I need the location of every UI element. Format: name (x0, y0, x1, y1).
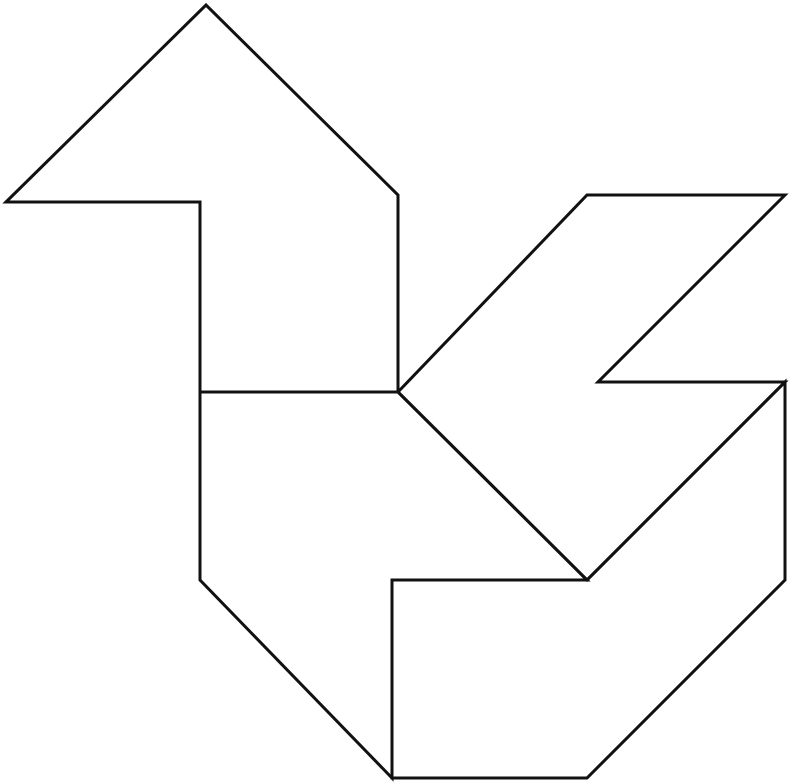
tangram-bird-figure (0, 0, 789, 784)
